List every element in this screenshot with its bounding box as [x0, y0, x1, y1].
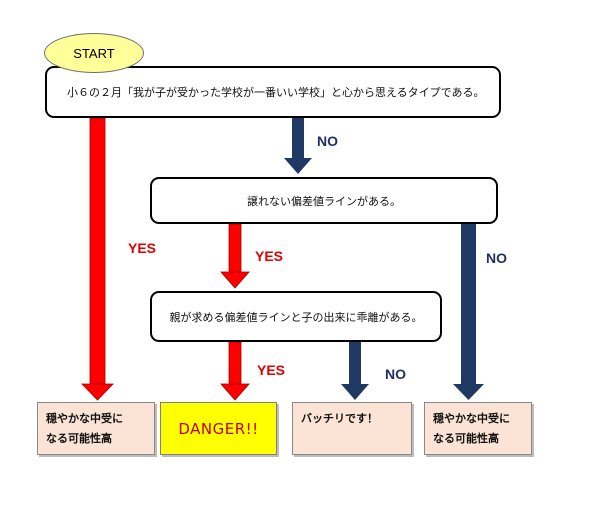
yes-arrow-q3	[220, 341, 250, 401]
yes-arrow-q2	[220, 223, 250, 289]
result-danger: DANGER!!	[160, 402, 277, 455]
result-perfect-text: バッチリです！	[301, 412, 378, 425]
result-perfect: バッチリです！	[292, 402, 412, 455]
no-arrow-q3	[341, 342, 369, 400]
start-label: START	[73, 45, 115, 61]
q3-no-label: NO	[385, 366, 406, 382]
q2-yes-label: YES	[255, 248, 284, 264]
q2-no-label: NO	[486, 250, 507, 266]
result-calm-left-text: 穏やかな中受に なる可能性高	[46, 411, 123, 445]
result-calm-right: 穏やかな中受に なる可能性高	[424, 402, 532, 455]
question-3-text: 親が求める偏差値ラインと子の出来に乖離がある。	[169, 310, 423, 324]
q3-yes-label: YES	[257, 362, 286, 378]
no-arrow-q1	[284, 118, 312, 174]
result-danger-text: DANGER!!	[178, 419, 259, 438]
result-calm-right-text: 穏やかな中受に なる可能性高	[433, 411, 510, 445]
yes-arrow-q1	[81, 117, 114, 401]
result-calm-left: 穏やかな中受に なる可能性高	[37, 402, 155, 455]
start-ellipse: START	[44, 33, 144, 73]
q1-yes-label: YES	[128, 240, 157, 256]
question-1-box: 小６の２月「我が子が受かった学校が一番いい学校」と心から思えるタイプである。	[45, 66, 501, 118]
question-1-text: 小６の２月「我が子が受かった学校が一番いい学校」と心から思えるタイプである。	[67, 86, 485, 99]
question-2-box: 譲れない偏差値ラインがある。	[150, 177, 498, 224]
question-2-text: 譲れない偏差値ラインがある。	[247, 194, 401, 208]
no-arrow-q2	[453, 224, 484, 400]
question-3-box: 親が求める偏差値ラインと子の出来に乖離がある。	[150, 291, 442, 342]
q1-no-label: NO	[317, 133, 338, 149]
